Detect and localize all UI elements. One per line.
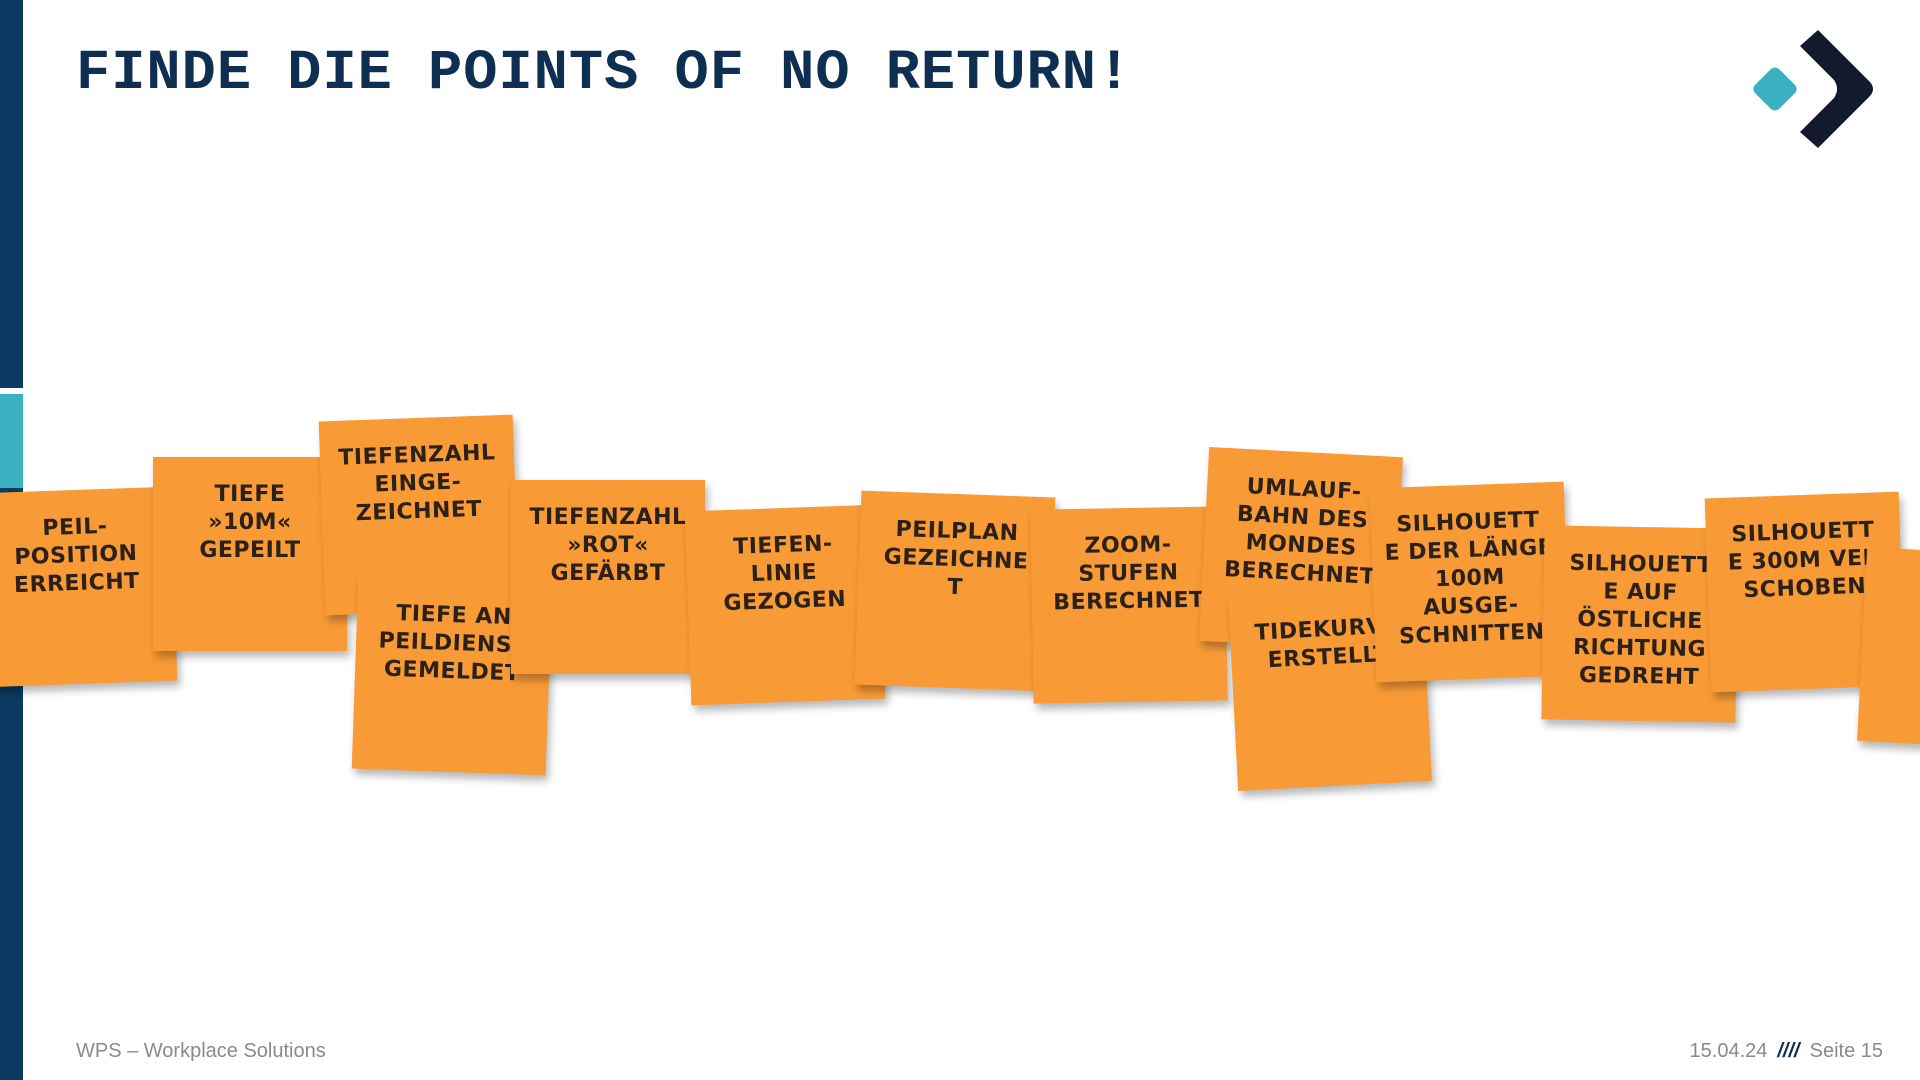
sticky-note-text: SILHOUETT E 300M VER SCHOBEN xyxy=(1727,517,1881,604)
sticky-note: TIEFE »10M« GEPEILT xyxy=(153,457,347,651)
sticky-note-text: TIEFENZAHL EINGE- ZEICHNET xyxy=(337,440,496,527)
sticky-note: PEILPLAN GEZEICHNE T xyxy=(854,490,1056,692)
footer-page-number: Seite 15 xyxy=(1809,1040,1883,1062)
sticky-note-text: SILHOUETT E AUF ÖSTLICHE RICHTUNG GEDREH… xyxy=(1569,550,1713,691)
wps-logo-icon xyxy=(1753,30,1873,148)
footer-date: 15.04.24 xyxy=(1689,1040,1768,1062)
slide-title: FINDE DIE POINTS OF NO RETURN! xyxy=(76,42,1133,106)
sticky-note-text: UMLAUF- BAHN DES MONDES BERECHNET xyxy=(1223,474,1376,590)
footer-company: WPS – Workplace Solutions xyxy=(76,1040,326,1062)
footer-meta: 15.04.24 //// Seite 15 xyxy=(1690,1040,1883,1063)
sticky-note-text: PEILPLAN GEZEICHNE T xyxy=(883,516,1029,601)
sticky-note: PEIL- POSITION ERREICHT xyxy=(0,486,178,688)
sticky-note: TIEFENZAHL »ROT« GEFÄRBT xyxy=(511,480,705,674)
footer-separator: //// xyxy=(1777,1040,1800,1062)
side-accent-bar-top xyxy=(0,0,23,388)
sticky-note-text: ZOOM- STUFEN BERECHNET xyxy=(1053,532,1205,616)
side-accent-bar-teal xyxy=(0,394,23,488)
sticky-note-text: PEIL- POSITION ERREICHT xyxy=(13,513,141,599)
sticky-note: M SI xyxy=(1857,547,1920,751)
sticky-note-text: TIEFE AN PEILDIENST GEMELDET xyxy=(378,601,529,687)
sticky-note: ZOOM- STUFEN BERECHNET xyxy=(1030,506,1228,704)
sticky-note-text: TIEFE »10M« GEPEILT xyxy=(199,482,301,563)
sticky-note-text: TIEFENZAHL »ROT« GEFÄRBT xyxy=(529,505,687,586)
sticky-note-text: TIEFEN- LINIE GEZOGEN xyxy=(723,531,847,617)
sticky-note: SILHOUETT E DER LÄNGE 100M AUSGE- SCHNIT… xyxy=(1369,481,1571,683)
sticky-note-text: SILHOUETT E DER LÄNGE 100M AUSGE- SCHNIT… xyxy=(1384,507,1554,650)
